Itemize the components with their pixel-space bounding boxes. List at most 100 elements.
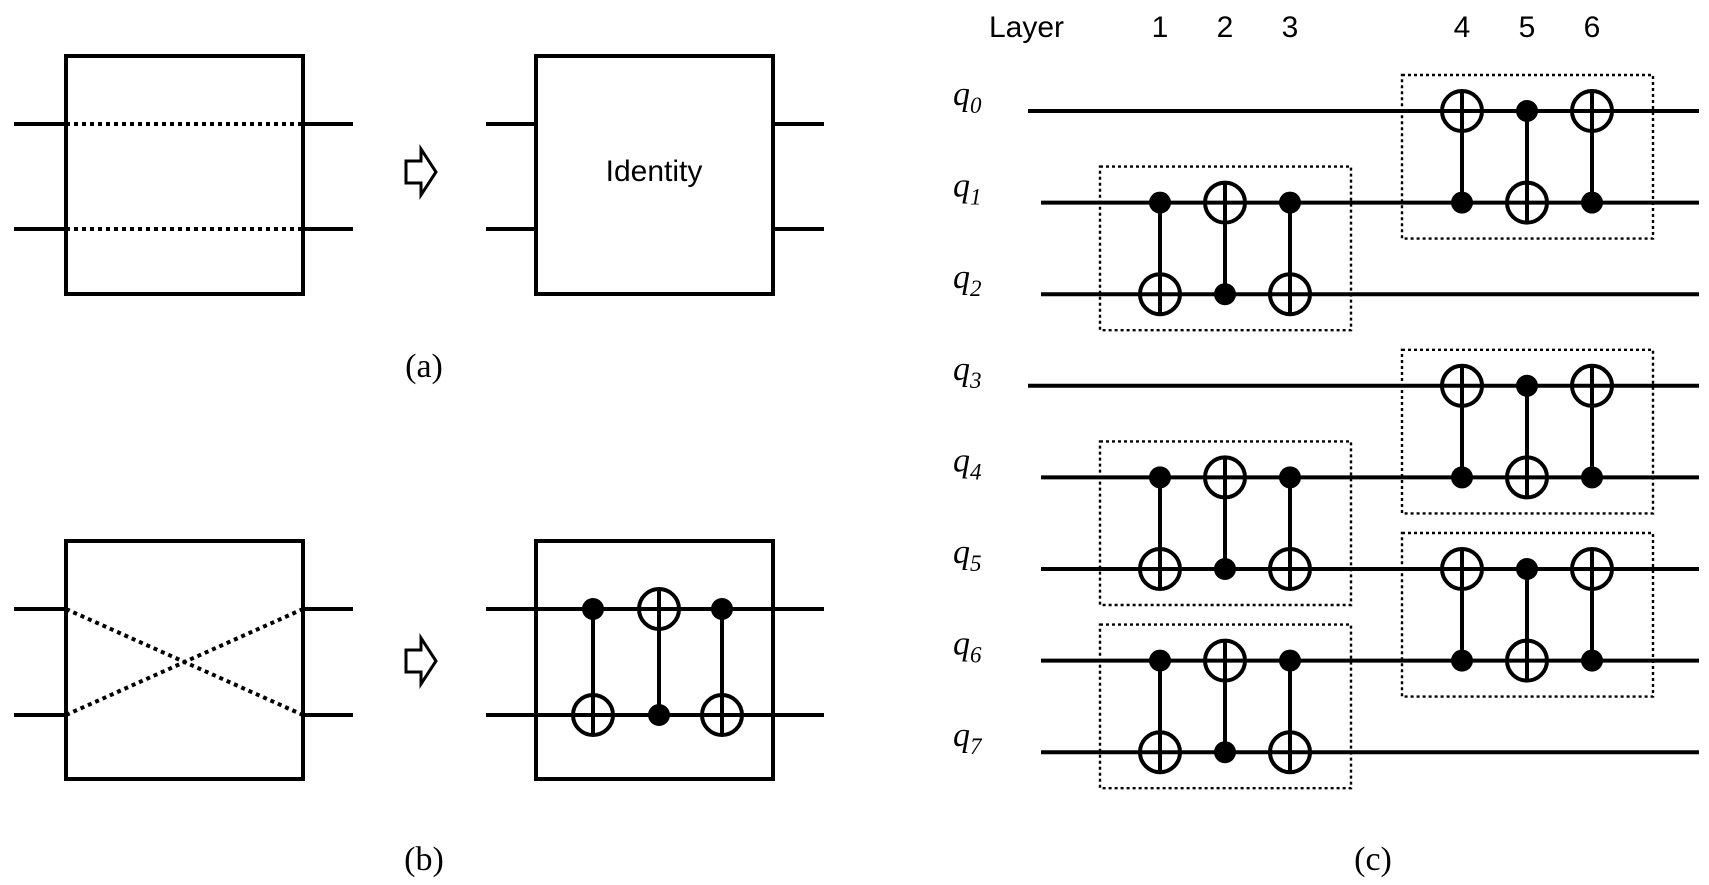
swap-block-q6-q7 — [1098, 623, 1353, 790]
panel-b-cnot-block — [486, 539, 824, 781]
cnot-gate — [1570, 89, 1614, 214]
panel-b-cross-path-up — [65, 607, 304, 717]
cnot-gate — [1505, 374, 1549, 500]
layer-label-3: 3 — [1282, 11, 1299, 44]
panel-b-right-arrow-icon — [404, 632, 438, 690]
cnot-control-dot — [648, 704, 670, 726]
swap-block-q0-q1 — [1400, 73, 1655, 240]
qubit-label-q1: q1 — [953, 168, 982, 210]
cnot-gate — [571, 598, 615, 737]
cnot-gate — [1203, 638, 1247, 764]
cnot-target — [1268, 730, 1312, 775]
panel-a-right-arrow-icon — [404, 143, 438, 201]
layer-label-6: 6 — [1584, 11, 1601, 44]
panel-c-caption: (c) — [1354, 841, 1392, 878]
cnot-target — [700, 693, 744, 737]
cnot-target — [1505, 638, 1549, 683]
swap-blocks — [1098, 73, 1655, 790]
cnot-target — [1570, 547, 1614, 591]
cnot-target — [1203, 180, 1247, 225]
swap-block-outline — [1098, 165, 1353, 332]
swap-block-q4-q5 — [1098, 440, 1353, 607]
layer-label-4: 4 — [1454, 11, 1471, 44]
cnot-target — [1138, 547, 1182, 591]
cnot-target — [571, 693, 615, 737]
panel-b-gates — [571, 587, 744, 737]
cnot-target — [1203, 455, 1247, 500]
cnot-control-dot — [1516, 100, 1538, 122]
cnot-target — [637, 587, 681, 631]
cnot-control-dot — [1451, 649, 1473, 672]
qubit-label-q3: q3 — [953, 351, 982, 393]
cnot-gate — [1203, 455, 1247, 580]
panel-b-swap-box — [64, 539, 305, 781]
cnot-target — [1440, 547, 1484, 591]
cnot-control-dot — [1451, 466, 1473, 489]
cnot-gate — [1203, 180, 1247, 306]
layer-label-2: 2 — [1217, 11, 1234, 44]
cnot-control-dot — [1214, 741, 1236, 764]
layer-title: Layer — [989, 11, 1064, 44]
cnot-target — [1505, 180, 1549, 225]
cnot-control-dot — [1149, 466, 1171, 489]
swap-block-outline — [1400, 348, 1655, 515]
cnot-gate — [1440, 547, 1484, 672]
cnot-control-dot — [1279, 466, 1301, 489]
cnot-control-dot — [1149, 649, 1171, 672]
panel-b-cnot-box — [534, 539, 775, 781]
cnot-target — [1570, 89, 1614, 133]
layer-label-5: 5 — [1519, 11, 1536, 44]
cnot-control-dot — [1581, 191, 1603, 214]
cnot-target — [1440, 363, 1484, 408]
cnot-target — [1268, 547, 1312, 591]
qubit-label-q5: q5 — [953, 534, 982, 576]
cnot-target — [1440, 89, 1484, 133]
cnot-gate — [1138, 191, 1182, 317]
cnot-control-dot — [1516, 558, 1538, 580]
cnot-gate — [1570, 363, 1614, 489]
panel-b: (b) — [14, 539, 824, 878]
cnot-control-dot — [1279, 649, 1301, 672]
panel-b-swap-block — [14, 539, 353, 781]
swap-block-outline — [1098, 440, 1353, 607]
cnot-control-dot — [582, 598, 604, 620]
cnot-gate — [1505, 100, 1549, 225]
qubit-label-q2: q2 — [953, 259, 982, 301]
panel-a-identity-block: Identity — [486, 54, 824, 296]
cnot-target — [1203, 638, 1247, 683]
cnot-control-dot — [1451, 191, 1473, 214]
panel-a-caption: (a) — [405, 348, 443, 385]
panel-a: Identity (a) — [14, 54, 824, 385]
panel-a-input-box — [64, 54, 305, 296]
qubit-label-q4: q4 — [953, 442, 982, 484]
swap-block-q3-q4 — [1400, 348, 1655, 515]
cnot-target — [1138, 730, 1182, 775]
cnot-target — [1268, 272, 1312, 317]
cnot-control-dot — [1516, 374, 1538, 397]
cnot-target — [1505, 455, 1549, 500]
cnot-control-dot — [1581, 649, 1603, 672]
cnot-gate — [1268, 191, 1312, 317]
qubit-label-q6: q6 — [953, 626, 982, 668]
swap-block-outline — [1400, 73, 1655, 240]
cnot-gate — [637, 587, 681, 726]
cnot-control-dot — [1581, 466, 1603, 489]
cnot-gate — [700, 598, 744, 737]
qubit-label-q7: q7 — [953, 717, 983, 759]
cnot-gate — [1440, 363, 1484, 489]
panel-a-input-block — [14, 54, 353, 296]
cnot-control-dot — [1214, 558, 1236, 580]
swap-block-q1-q2 — [1098, 165, 1353, 332]
cnot-gate — [1570, 547, 1614, 672]
cnot-gate — [1138, 649, 1182, 775]
cnot-gate — [1268, 649, 1312, 775]
swap-block-outline — [1098, 623, 1353, 790]
identity-label: Identity — [606, 155, 703, 188]
swap-block-q5-q6 — [1400, 531, 1655, 698]
cnot-gate — [1505, 558, 1549, 683]
layer-label-1: 1 — [1152, 11, 1169, 44]
cnot-target — [1570, 363, 1614, 408]
cnot-control-dot — [711, 598, 733, 620]
